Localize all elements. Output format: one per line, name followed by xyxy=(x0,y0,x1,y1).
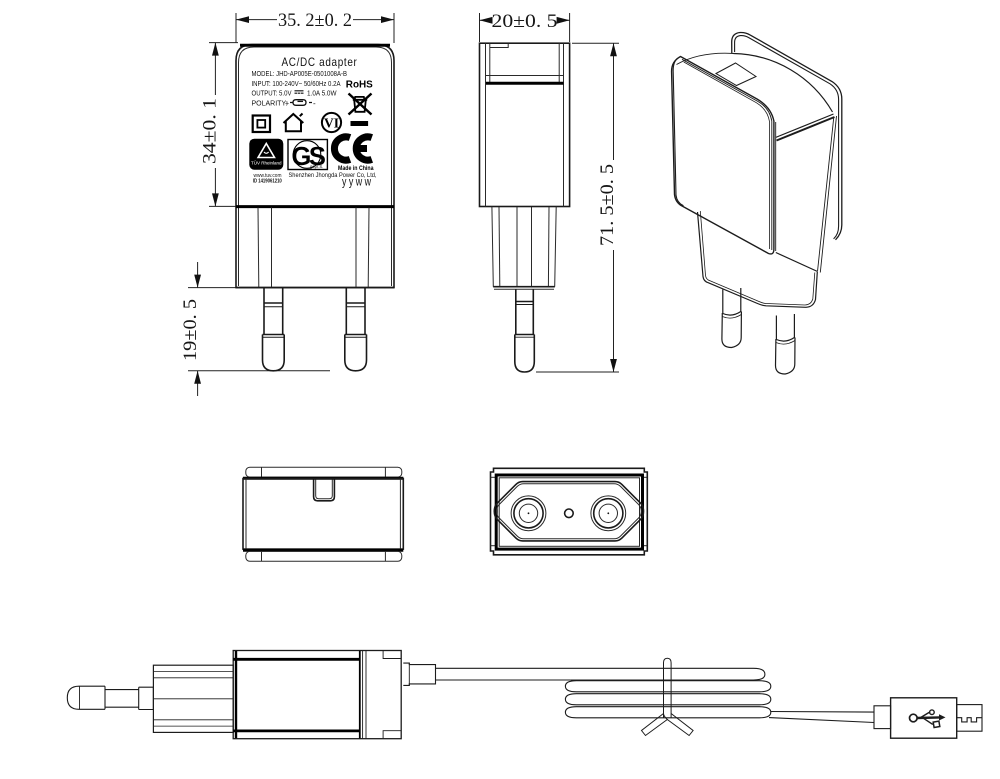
svg-text:TÜV Rheinland: TÜV Rheinland xyxy=(251,160,282,166)
svg-text:VI: VI xyxy=(324,115,339,130)
svg-text:RoHS: RoHS xyxy=(346,78,373,90)
svg-text:20±0. 5: 20±0. 5 xyxy=(492,12,558,32)
svg-text:ID 1419061210: ID 1419061210 xyxy=(253,179,282,185)
svg-text:+: + xyxy=(285,101,289,108)
svg-text:GS: GS xyxy=(292,143,326,171)
svg-text:www.tuv.com: www.tuv.com xyxy=(253,173,282,179)
svg-text:OUTPUT: 5.0V: OUTPUT: 5.0V xyxy=(252,91,292,98)
svg-text:Made in China: Made in China xyxy=(338,165,374,172)
svg-text:-: - xyxy=(313,99,316,108)
svg-text:Shenzhen Jhongda Power Co, Ltd: Shenzhen Jhongda Power Co, Ltd, xyxy=(289,172,377,179)
svg-text:INPUT: 100-240V~ 50/60Hz 0.2: INPUT: 100-240V~ 50/60Hz 0.2A xyxy=(252,81,341,88)
svg-text:AC/DC adapter: AC/DC adapter xyxy=(282,55,358,69)
svg-text:1.0A 5.0W: 1.0A 5.0W xyxy=(307,91,337,98)
svg-text:gepr.S.: gepr.S. xyxy=(310,164,323,169)
svg-text:19±0. 5: 19±0. 5 xyxy=(181,299,201,361)
svg-text:71. 5±0. 5: 71. 5±0. 5 xyxy=(598,164,618,246)
svg-text:34±0. 1: 34±0. 1 xyxy=(200,98,220,164)
svg-text:MODEL: JHD-AP005E-0501008A-B: MODEL: JHD-AP005E-0501008A-B xyxy=(252,71,348,78)
svg-text:POLARITY:: POLARITY: xyxy=(252,100,288,107)
svg-text:y y w w: y y w w xyxy=(342,177,372,189)
svg-text:35. 2±0. 2: 35. 2±0. 2 xyxy=(278,11,352,31)
